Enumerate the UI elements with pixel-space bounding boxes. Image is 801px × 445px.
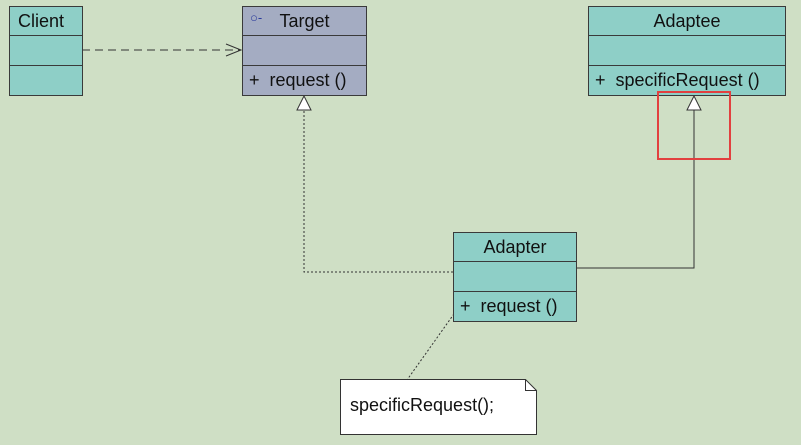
class-adapter[interactable]: Adapter + request () <box>453 232 577 322</box>
class-adapter-attributes <box>454 262 576 292</box>
highlight-box <box>657 91 731 160</box>
class-adaptee[interactable]: Adaptee + specificRequest () <box>588 6 786 96</box>
class-client[interactable]: Client <box>9 6 83 96</box>
class-adapter-name: Adapter <box>454 233 576 262</box>
class-adaptee-name: Adaptee <box>589 7 785 36</box>
visibility-marker: + <box>249 70 260 90</box>
note-anchor-line <box>406 303 462 381</box>
note[interactable]: specificRequest(); <box>340 379 537 435</box>
visibility-marker: + <box>595 70 606 90</box>
class-adaptee-operations: + specificRequest () <box>589 66 785 94</box>
generalization-line <box>577 110 695 269</box>
class-target-name-text: Target <box>279 11 330 31</box>
class-client-name: Client <box>10 7 82 36</box>
class-client-attributes <box>10 36 82 66</box>
class-adapter-operations: + request () <box>454 292 576 320</box>
realization-line <box>303 110 453 273</box>
operation-signature: request () <box>269 70 347 90</box>
class-target[interactable]: ○- Target + request () <box>242 6 367 96</box>
generalization-arrowhead <box>686 94 702 111</box>
class-target-attributes <box>243 36 366 66</box>
note-shape <box>340 379 537 435</box>
realization-arrowhead <box>296 94 312 111</box>
operation-row: + request () <box>243 66 366 94</box>
note-text: specificRequest(); <box>350 395 495 415</box>
dependency-arrowhead <box>225 43 243 57</box>
class-client-operations <box>10 66 82 96</box>
operation-row: + specificRequest () <box>589 66 785 94</box>
class-target-name: ○- Target <box>243 7 366 36</box>
operation-signature: request () <box>480 296 558 316</box>
visibility-marker: + <box>460 296 471 316</box>
operation-row: + request () <box>454 292 576 320</box>
class-adaptee-attributes <box>589 36 785 66</box>
operation-signature: specificRequest () <box>615 70 760 90</box>
interface-icon: ○- <box>250 10 263 25</box>
class-target-operations: + request () <box>243 66 366 94</box>
